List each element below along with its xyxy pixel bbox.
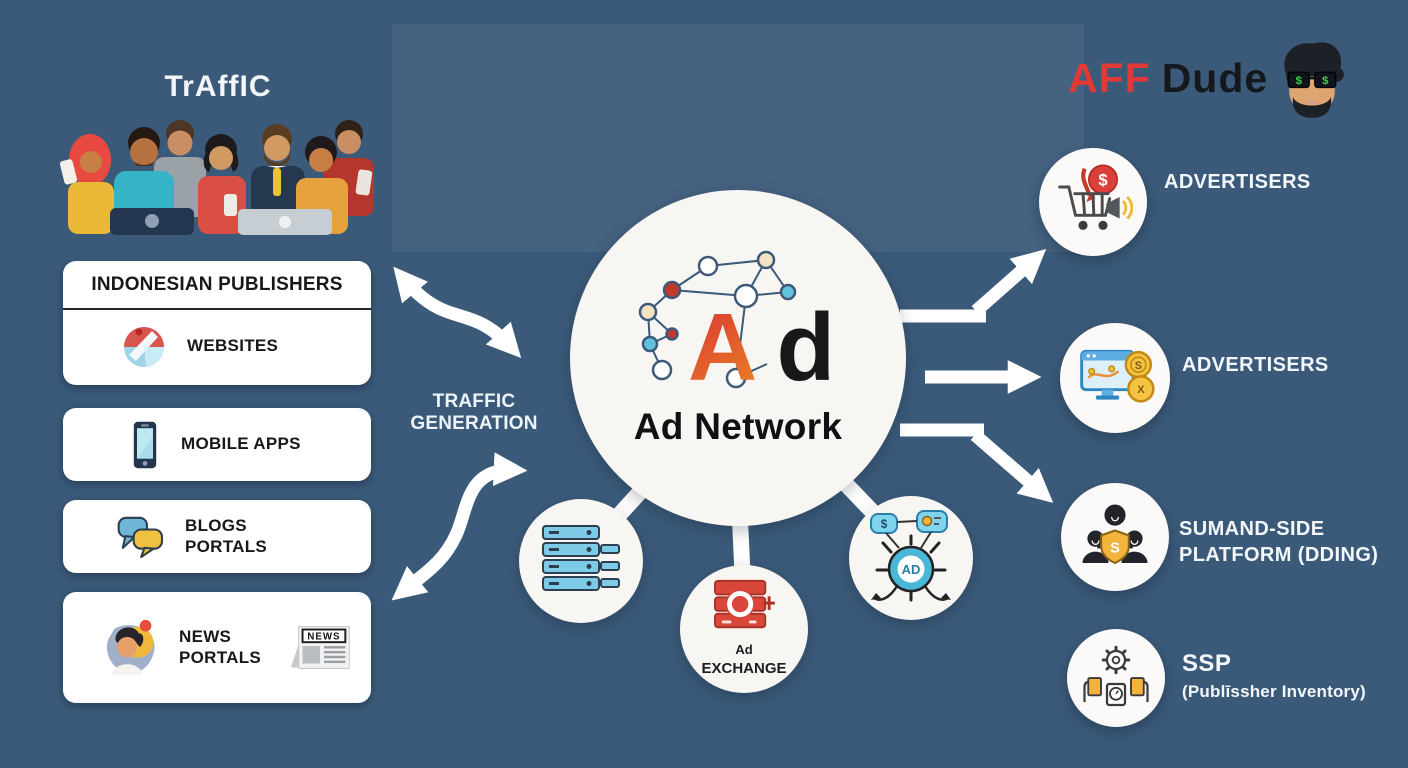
- smartphone-icon: [133, 421, 157, 468]
- arrow-to-advertisers1: [971, 249, 1047, 316]
- newspaper-title: NEWS: [307, 631, 340, 642]
- brand-logo: AFF Dude $ $: [1068, 38, 1348, 118]
- advertisers-monitor-icon: S X: [1080, 349, 1155, 403]
- publishers-header: INDONESIAN PUBLISHERS: [63, 261, 371, 310]
- ssp-circle: [1067, 629, 1165, 727]
- bid-tag-dollar: $: [881, 517, 888, 531]
- advertisers1-circle: $: [1039, 148, 1147, 256]
- page-title: TrAffIC: [164, 70, 272, 103]
- brand-dude-text: Dude: [1161, 54, 1269, 101]
- glasses-dollar-left: $: [1296, 75, 1303, 87]
- cart-dollar-badge: $: [1098, 170, 1108, 189]
- traffic-generation-label: TRAFFIC GENERATION: [410, 391, 538, 435]
- speech-bubbles-icon: [117, 516, 164, 558]
- svg-text:A d: A d: [688, 294, 835, 401]
- dsp-circle: S: [1061, 483, 1169, 591]
- ad-network-circle: A d Ad Network: [570, 190, 906, 526]
- advertisers1-label: ADVERTISERS: [1164, 171, 1311, 193]
- coin-s-glyph: S: [1135, 360, 1142, 372]
- newspaper-icon: NEWS: [290, 625, 350, 669]
- advertisers2-circle: S X: [1060, 323, 1170, 433]
- ad-bidding-icon: $ AD: [870, 510, 951, 602]
- mobile-apps-card: MOBILE APPS: [63, 408, 371, 481]
- traffic-arrow-bottom: [391, 452, 528, 601]
- ad-network-logo: A d: [638, 250, 835, 401]
- arrow-to-dsp: [970, 430, 1054, 503]
- globe-icon: [124, 326, 165, 367]
- advertisers2-label: ADVERTISERS: [1182, 354, 1329, 376]
- ad-network-label: Ad Network: [633, 406, 843, 447]
- ad-exchange-circle: Ad EXCHANGE: [680, 565, 808, 693]
- audience-people-illustration: [59, 120, 374, 235]
- logo-letter-a: A: [688, 294, 755, 401]
- mobile-apps-label: MOBILE APPS: [181, 434, 301, 454]
- dsp-people-shield-icon: S: [1082, 504, 1148, 565]
- publishers-panel: INDONESIAN PUBLISHERS WEBSITES: [63, 261, 371, 385]
- ad-badge-text: AD: [902, 562, 921, 577]
- news-label-line2: PORTALS: [179, 647, 262, 667]
- websites-label: WEBSITES: [187, 336, 279, 356]
- blogs-portals-card: BLOGS PORTALS: [63, 500, 371, 573]
- news-avatar-icon: [106, 619, 155, 675]
- blogs-label-line1: BLOGS: [185, 515, 247, 535]
- ad-exchange-icon: [714, 579, 775, 629]
- glasses-dollar-right: $: [1322, 75, 1329, 87]
- coin-x-glyph: X: [1137, 384, 1145, 396]
- ssp-gear-hands-icon: [1083, 645, 1149, 707]
- brand-aff-text: AFF: [1068, 54, 1151, 101]
- news-portals-card: NEWS PORTALS NEWS: [63, 592, 371, 703]
- aff-dude-mascot-icon: $ $: [1284, 42, 1345, 118]
- traffic-arrow-top: [393, 266, 522, 358]
- ad-bidding-circle: $ AD: [849, 496, 973, 620]
- ad-server-icon: [542, 525, 620, 591]
- advertisers-cart-icon: $: [1058, 164, 1133, 230]
- ad-server-circle: [519, 499, 643, 623]
- ad-exchange-label-line1: Ad: [735, 642, 753, 657]
- shield-s-glyph: S: [1110, 540, 1120, 556]
- ssp-label: SSP (Publīssher Inventory): [1182, 650, 1366, 701]
- ad-exchange-label-line2: EXCHANGE: [701, 659, 787, 677]
- logo-letter-d: d: [776, 294, 835, 401]
- blogs-label-line2: PORTALS: [185, 536, 268, 556]
- dsp-label: SUMAND-SIDE PLATFORM (DDING): [1179, 518, 1379, 566]
- news-label-line1: NEWS: [179, 626, 232, 646]
